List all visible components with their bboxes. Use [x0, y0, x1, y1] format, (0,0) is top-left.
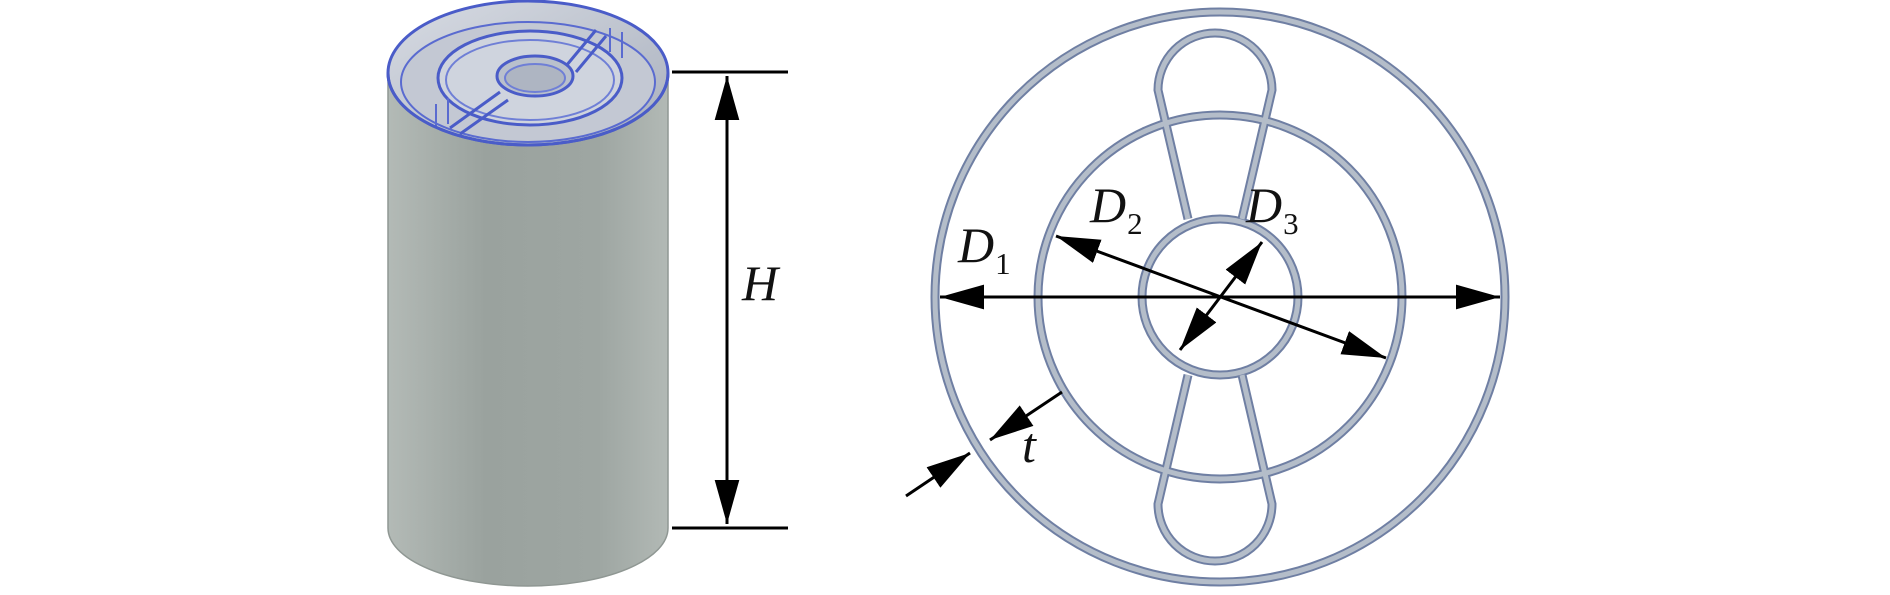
height-label: H: [741, 255, 781, 311]
tube-rib-lower: [449, 90, 509, 136]
tube-rib-vertical-marks: [435, 28, 623, 128]
tube-rim-front: [386, 72, 670, 147]
tube-body: [387, 69, 669, 587]
thickness-leader-inner: [989, 390, 1063, 442]
tube-inner-ring-inner: [504, 63, 566, 93]
section-labels: D1 D2 D3 t: [957, 177, 1299, 473]
thickness-leader-outer: [905, 451, 971, 498]
thickness-label: t: [1022, 417, 1037, 473]
cross-section: [905, 7, 1510, 587]
tube-rib-upper: [564, 29, 608, 73]
tube-3d: [386, 0, 670, 587]
d2-label: D2: [1089, 177, 1143, 241]
d3-label: D3: [1245, 177, 1299, 241]
d3-dimension-arrow: [1178, 241, 1264, 351]
height-dimension: H: [672, 70, 788, 530]
d1-label: D1: [957, 217, 1011, 281]
tube-middle-ring-inner: [445, 39, 615, 121]
